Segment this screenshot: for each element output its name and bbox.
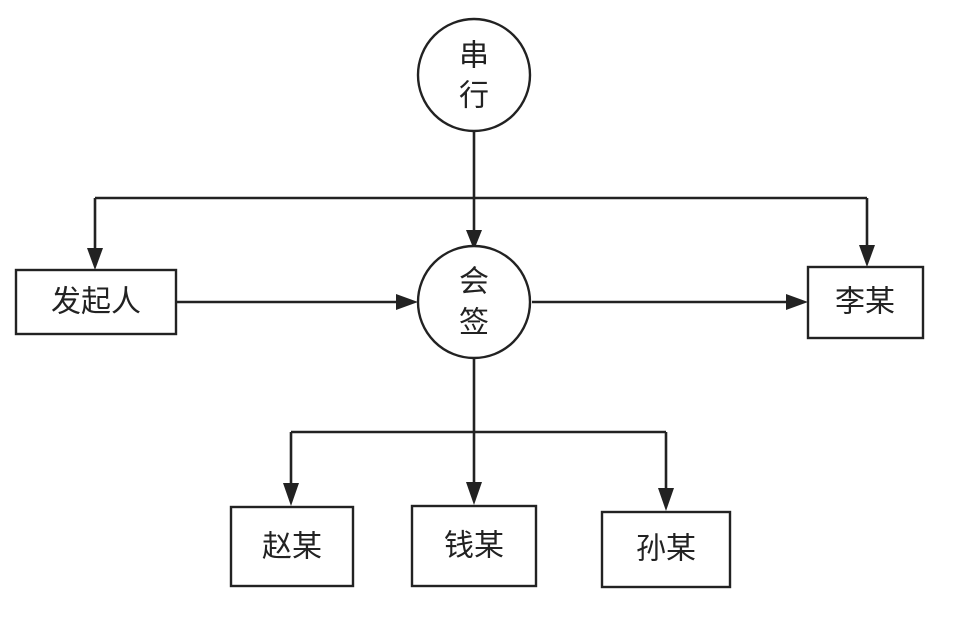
serial-label-line2: 行 [459,79,489,114]
arrowhead-to-qian [466,482,482,505]
sun-label: 孙某 [636,532,696,567]
initiator-box [14,268,178,336]
li-label: 李某 [835,285,895,320]
countersign-circle [416,244,532,360]
li-node: 李某 [806,265,925,340]
zhao-box [229,505,355,588]
zhao-label: 赵某 [262,530,322,565]
arrowhead-to-initiator [87,248,103,270]
sun-node: 孙某 [600,510,732,589]
serial-label-line1: 串 [459,39,489,74]
countersign-label-line1: 会 [459,265,489,300]
arrowhead-initiator-countersign [396,294,418,310]
zhao-node: 赵某 [229,505,355,588]
li-box [806,265,925,340]
arrowhead-to-zhao [283,483,299,506]
initiator-node: 发起人 [14,268,178,336]
connectors [93,128,869,492]
arrowheads [87,230,875,511]
countersign-node: 会 签 [416,244,532,360]
sun-box [600,510,732,589]
arrowhead-to-li [859,245,875,267]
qian-box [410,504,538,588]
countersign-label-line2: 签 [459,306,489,341]
arrowhead-countersign-li [786,294,808,310]
arrowhead-to-countersign [466,230,482,250]
initiator-label: 发起人 [51,285,141,320]
qian-label: 钱某 [444,529,504,564]
qian-node: 钱某 [410,504,538,588]
arrowhead-to-sun [658,488,674,511]
serial-node: 串 行 [416,17,532,133]
serial-circle [416,17,532,133]
